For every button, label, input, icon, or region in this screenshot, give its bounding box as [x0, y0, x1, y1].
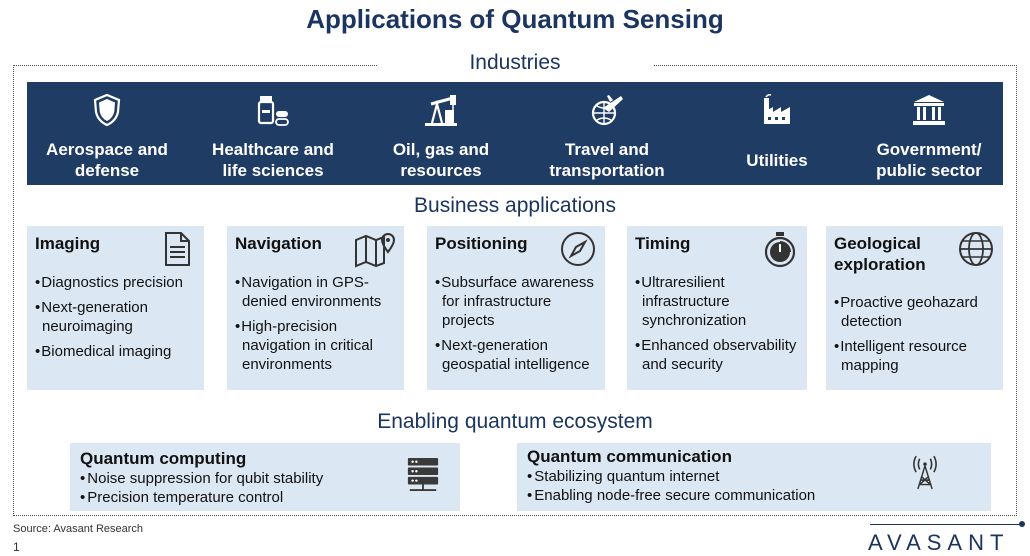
avasant-logo: AVASANT	[868, 530, 1010, 555]
globe-icon	[959, 232, 993, 266]
industries-band: Aerospace and defense Healthcare and lif…	[27, 82, 1003, 185]
list-item: Biomedical imaging	[35, 342, 198, 361]
list-item: Enabling node-free secure communication	[527, 486, 981, 505]
card-title: Geological	[834, 234, 921, 253]
industry-oil-gas: Oil, gas and resources	[361, 82, 521, 185]
card-title: Imaging	[35, 234, 101, 253]
list-item: Navigation in GPS-denied environments	[235, 273, 398, 311]
industry-travel: Travel and transportation	[527, 82, 687, 185]
ecosystem-title: Quantum communication	[527, 447, 732, 466]
industry-healthcare: Healthcare and life sciences	[193, 82, 353, 185]
ecosystem-quantum-computing: Quantum computing Noise suppression for …	[70, 443, 460, 511]
list-item: Intelligent resource mapping	[834, 337, 997, 375]
medicine-icon	[257, 96, 289, 126]
industries-heading: Industries	[377, 51, 653, 74]
list-item: Ultraresilient infrastructure synchroniz…	[635, 273, 801, 330]
list-item: Precision temperature control	[80, 488, 450, 507]
page-title: Applications of Quantum Sensing	[306, 4, 724, 34]
source-note: Source: Avasant Research	[13, 523, 144, 535]
card-title: Positioning	[435, 234, 528, 253]
business-card-imaging: Imaging Diagnostics precision Next-gener…	[27, 226, 204, 390]
business-applications-heading: Business applications	[414, 194, 616, 217]
industry-label-line1: Government/	[876, 140, 982, 159]
factory-icon	[764, 94, 790, 124]
ecosystem-title: Quantum computing	[80, 449, 247, 468]
oil-pump-icon	[425, 95, 457, 126]
list-item: Enhanced observability and security	[635, 336, 801, 374]
industry-utilities: Utilities	[697, 82, 857, 185]
business-card-timing: Timing Ultraresilient infrastructure syn…	[627, 226, 807, 390]
industry-label-line2: resources	[400, 161, 482, 180]
industry-aerospace: Aerospace and defense	[27, 82, 187, 185]
industry-label-line2: public sector	[876, 161, 982, 180]
industry-label-line2: transportation	[549, 161, 665, 180]
list-item: Subsurface awareness for infrastructure …	[435, 273, 599, 330]
business-card-geological: Geological exploration Proactive geohaza…	[826, 226, 1003, 390]
card-title: Navigation	[235, 234, 322, 253]
server-icon	[407, 458, 439, 492]
antenna-tower-icon	[913, 455, 937, 490]
list-item: Next-generation neuroimaging	[35, 298, 198, 336]
industry-label-line1: Utilities	[746, 151, 808, 170]
list-item: High-precision navigation in critical en…	[235, 317, 398, 374]
ecosystem-heading: Enabling quantum ecosystem	[377, 410, 653, 433]
map-icon	[355, 233, 396, 268]
industry-label-line2: life sciences	[222, 161, 324, 180]
stopwatch-icon	[764, 232, 796, 268]
industry-label-line1: Healthcare and	[212, 140, 334, 159]
page-number: 1	[13, 540, 20, 554]
business-card-navigation: Navigation Navigation in GPS-denied envi…	[227, 226, 404, 390]
ecosystem-quantum-communication: Quantum communication Stabilizing quantu…	[517, 443, 991, 511]
document-icon	[165, 232, 190, 266]
industry-label-line1: Aerospace and	[46, 140, 168, 159]
list-item: Stabilizing quantum internet	[527, 467, 981, 486]
list-item: Next-generation geospatial intelligence	[435, 336, 599, 374]
industry-label-line1: Oil, gas and	[392, 140, 490, 159]
list-item: Proactive geohazard detection	[834, 293, 997, 331]
card-title-line2: exploration	[834, 255, 926, 274]
globe-plane-icon	[591, 95, 623, 126]
industry-label-line1: Travel and	[564, 140, 650, 159]
logo-dot	[1019, 521, 1025, 527]
list-item: Diagnostics precision	[35, 273, 198, 292]
compass-icon	[561, 232, 595, 266]
logo-line	[870, 524, 1022, 525]
list-item: Noise suppression for qubit stability	[80, 469, 450, 488]
government-building-icon	[913, 95, 945, 125]
business-card-positioning: Positioning Subsurface awareness for inf…	[427, 226, 605, 390]
card-title: Timing	[635, 234, 691, 253]
shield-icon	[93, 93, 121, 127]
industry-government: Government/ public sector	[849, 82, 1009, 185]
industry-label-line2: defense	[74, 161, 140, 180]
